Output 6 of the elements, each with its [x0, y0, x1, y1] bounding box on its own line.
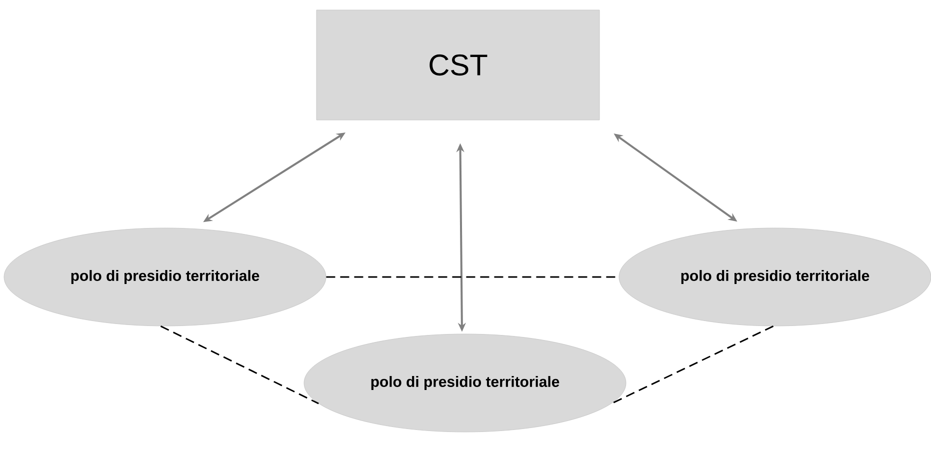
ellipse-node: polo di presidio territoriale	[4, 228, 326, 326]
connector-line	[160, 326, 319, 404]
process-box: CST	[316, 10, 600, 120]
ellipse-node: polo di presidio territoriale	[304, 334, 626, 432]
ellipse-node: polo di presidio territoriale	[618, 228, 931, 326]
connector-line	[611, 326, 774, 404]
